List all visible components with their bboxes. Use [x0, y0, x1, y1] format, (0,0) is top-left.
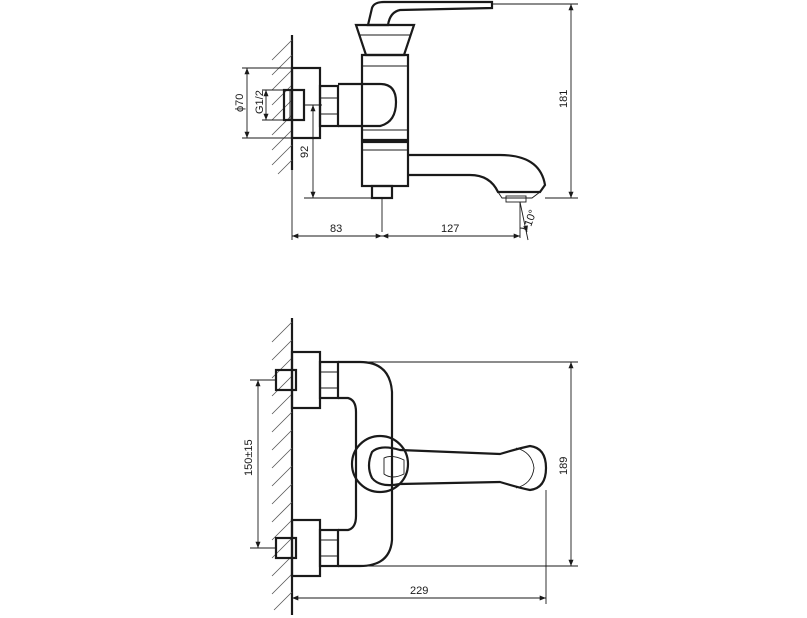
- side-view-dim-thread: G1/2: [254, 89, 284, 121]
- side-view-depth-left-label: 83: [330, 223, 342, 235]
- side-view-bottom-connector: [370, 184, 394, 200]
- side-view-nut: [318, 84, 340, 128]
- top-view-dim-center-distance: 150±15: [243, 379, 276, 549]
- side-view-dim-total-height: 181: [492, 3, 578, 199]
- side-view-collar: [360, 140, 410, 188]
- side-view-wall: [271, 35, 294, 175]
- top-view-lower-inlet: [274, 518, 340, 578]
- top-view-length-label: 229: [410, 585, 428, 597]
- side-view-connector: [338, 82, 398, 128]
- side-view-dim-depth-right: 127: [382, 223, 520, 239]
- side-view-body: [360, 53, 410, 142]
- side-view-height-label: 92: [299, 146, 311, 158]
- side-view-diameter-label: ϕ70: [234, 94, 246, 112]
- side-view-thread-label: G1/2: [254, 90, 266, 114]
- side-view-cartridge-cap: [354, 23, 416, 57]
- top-view-upper-inlet: [274, 350, 340, 410]
- side-view-lever: [366, 0, 494, 27]
- side-view-angle-label: 10°: [523, 208, 540, 228]
- top-view-lever: [367, 444, 548, 492]
- top-view-body: [338, 360, 394, 568]
- top-view-dim-length: 229: [292, 490, 547, 604]
- top-view-lever-disc: [350, 434, 410, 494]
- top-view-center-distance-label: 150±15: [243, 439, 255, 476]
- top-view: 150±15 189 229: [243, 318, 578, 615]
- top-view-width-label: 189: [558, 457, 570, 475]
- side-view-dim-height: 92: [299, 104, 372, 199]
- side-view-dim-depth-left: 83: [291, 170, 382, 240]
- side-view-dim-diameter: ϕ70: [234, 67, 292, 139]
- side-view-depth-right-label: 127: [441, 223, 459, 235]
- side-view-spout: [408, 153, 547, 194]
- side-view-total-height-label: 181: [558, 90, 570, 108]
- top-view-wall: [271, 318, 294, 615]
- top-view-dim-width: 189: [342, 361, 578, 567]
- side-view-dim-angle: 10°: [519, 201, 540, 241]
- side-view-rosette: [290, 66, 322, 140]
- side-view: ϕ70 G1/2 92 181 83: [234, 0, 578, 241]
